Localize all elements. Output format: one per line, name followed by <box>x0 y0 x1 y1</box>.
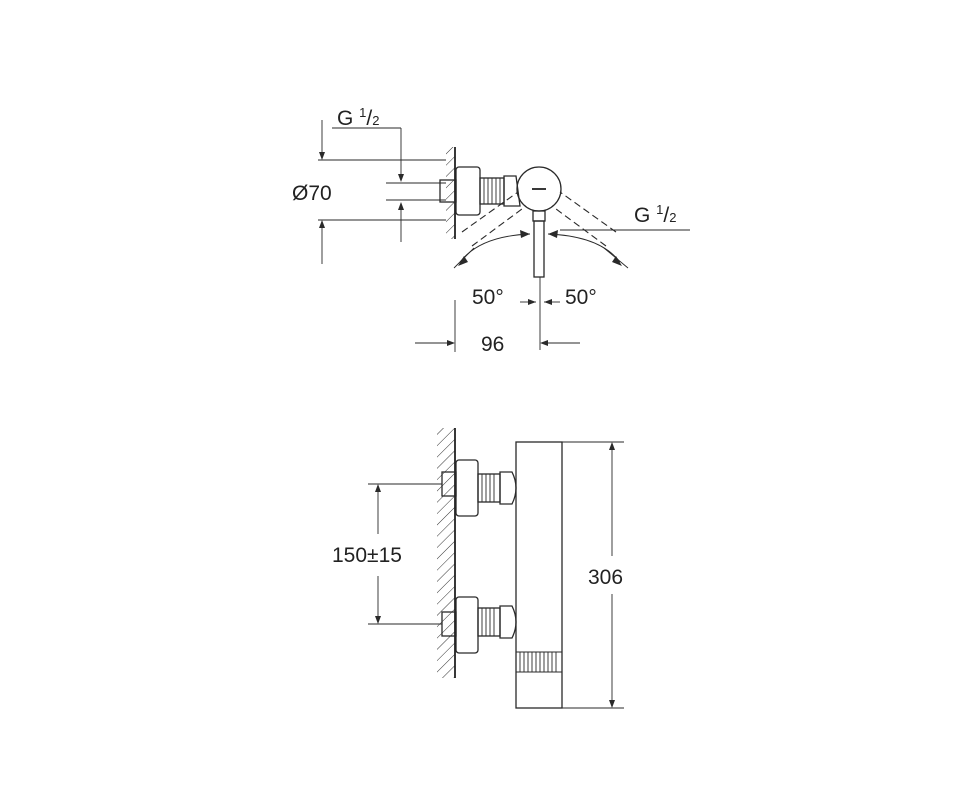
thread-right-dimension: G 1/2 <box>560 202 690 231</box>
diameter-dimension: Ø70 <box>292 120 332 264</box>
spacing-label: 150±15 <box>332 544 402 567</box>
offset-label: 96 <box>481 333 504 356</box>
wall-side <box>437 428 456 678</box>
height-dimension: 306 <box>562 441 624 709</box>
wall-top <box>446 147 456 239</box>
top-view: G 1/2 Ø70 G 1/2 50° 50° 96 <box>292 105 690 356</box>
thread-left-label: G 1/2 <box>337 105 379 130</box>
angle-right-label: 50° <box>565 286 597 309</box>
angle-left-label: 50° <box>472 286 504 309</box>
side-view: 150±15 306 <box>332 428 624 709</box>
offset-dimension: 96 <box>415 300 580 356</box>
swivel-range <box>453 191 629 350</box>
mixer-body-side <box>515 441 563 709</box>
height-label: 306 <box>588 566 623 589</box>
mixer-body-top <box>516 166 562 278</box>
spacing-dimension: 150±15 <box>332 483 442 625</box>
thread-right-label: G 1/2 <box>634 202 676 227</box>
thread-left-dimension: G 1/2 <box>318 105 446 242</box>
wall-connector-top <box>439 166 521 216</box>
diameter-label: Ø70 <box>292 182 332 205</box>
